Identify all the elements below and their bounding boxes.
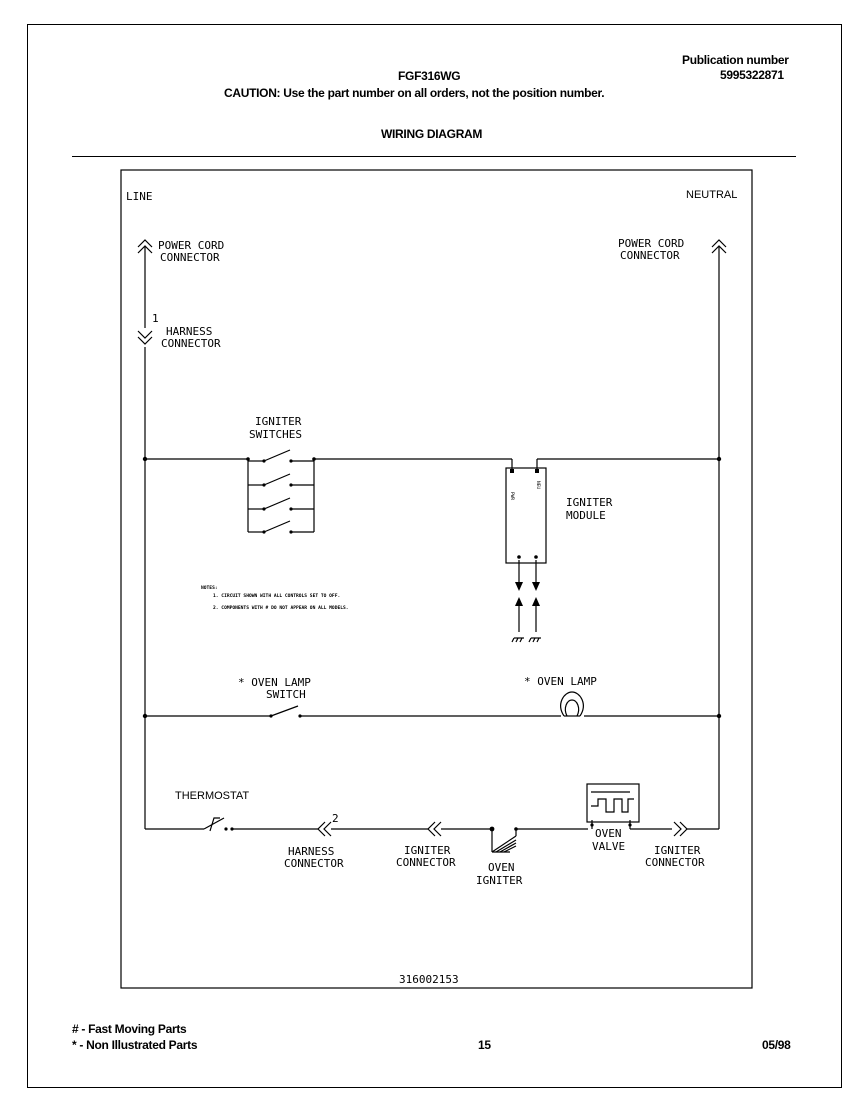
oven-lamp-switch-label-1: * OVEN LAMP xyxy=(238,676,311,689)
oven-lamp-switch-icon xyxy=(270,705,299,717)
module-pin-right: NEU xyxy=(535,481,541,489)
notes-title: NOTES: xyxy=(201,585,218,591)
igniter-connector-left-icon xyxy=(427,821,442,837)
page-number: 15 xyxy=(478,1038,491,1052)
ground-left-icon xyxy=(511,637,524,643)
legend-fast-moving: # - Fast Moving Parts xyxy=(72,1022,187,1036)
oven-valve-label-1: OVEN xyxy=(595,827,622,840)
section-title: WIRING DIAGRAM xyxy=(381,127,483,141)
igniter-module-label-1: IGNITER xyxy=(566,496,613,509)
igniter-module-box xyxy=(505,467,547,564)
harness-connector-top-label-2: CONNECTOR xyxy=(161,337,221,350)
caution-text: CAUTION: Use the part number on all orde… xyxy=(224,86,605,100)
igniter-switch-4-icon xyxy=(248,520,314,533)
module-pin-left: PWR xyxy=(509,492,515,500)
igniter-connector-right-label-1: IGNITER xyxy=(654,844,701,857)
igniter-connector-right-label-2: CONNECTOR xyxy=(645,856,705,869)
harness-connector-bottom-label-2: CONNECTOR xyxy=(284,857,344,870)
legend-non-illustrated: * - Non Illustrated Parts xyxy=(72,1038,198,1052)
igniter-switches-label-2: SWITCHES xyxy=(249,428,302,441)
arrow-up-icon xyxy=(532,597,540,606)
igniter-connector-right-icon xyxy=(673,821,688,837)
harness-position-bottom: 2 xyxy=(332,812,339,825)
junction-dot xyxy=(716,456,722,462)
oven-valve-label-2: VALVE xyxy=(592,840,625,853)
header-rule xyxy=(72,156,796,157)
note-2: 2. COMPONENTS WITH # DO NOT APPEAR ON AL… xyxy=(213,605,349,611)
igniter-switches-label-1: IGNITER xyxy=(255,415,302,428)
oven-igniter-label-1: OVEN xyxy=(488,861,515,874)
oven-igniter-icon xyxy=(491,829,517,853)
junction-dot xyxy=(142,456,148,462)
arrow-up-icon xyxy=(515,597,523,606)
igniter-connector-left-label-1: IGNITER xyxy=(404,844,451,857)
harness-connector-top-label-1: HARNESS xyxy=(166,325,212,338)
oven-igniter-label-2: IGNITER xyxy=(476,874,523,887)
power-cord-connector-left-label-2: CONNECTOR xyxy=(160,251,220,264)
thermostat-label: THERMOSTAT xyxy=(175,790,249,802)
thermostat-icon xyxy=(203,817,225,832)
line-label: LINE xyxy=(126,190,153,203)
power-cord-connector-left-icon xyxy=(137,239,153,248)
junction-dot xyxy=(142,713,148,719)
neutral-label: NEUTRAL xyxy=(686,189,737,201)
ground-right-icon xyxy=(528,637,541,643)
igniter-connector-left-label-2: CONNECTOR xyxy=(396,856,456,869)
oven-lamp-label: * OVEN LAMP xyxy=(524,675,597,688)
power-cord-connector-left-label-1: POWER CORD xyxy=(158,239,224,252)
harness-connector-top-icon xyxy=(137,330,153,339)
publication-number: 5995322871 xyxy=(720,68,784,82)
igniter-switch-3-icon xyxy=(248,497,314,510)
harness-position-top: 1 xyxy=(152,312,159,325)
arrow-down-icon xyxy=(515,582,523,591)
junction-dot xyxy=(716,713,722,719)
igniter-switch-2-icon xyxy=(248,473,314,486)
igniter-module-label-2: MODULE xyxy=(566,509,606,522)
page-frame xyxy=(27,24,842,1088)
oven-lamp-switch-label-2: SWITCH xyxy=(266,688,306,701)
note-1: 1. CIRCUIT SHOWN WITH ALL CONTROLS SET T… xyxy=(213,593,340,599)
oven-lamp-icon xyxy=(560,691,584,717)
footer-date: 05/98 xyxy=(762,1038,791,1052)
oven-valve-icon xyxy=(586,783,640,829)
model-number: FGF316WG xyxy=(398,69,461,83)
diagram-border xyxy=(120,169,753,989)
diagram-number: 316002153 xyxy=(399,973,459,986)
igniter-switch-1-icon xyxy=(248,449,314,462)
power-cord-connector-right-icon xyxy=(711,239,727,248)
power-cord-connector-right-label-2: CONNECTOR xyxy=(620,249,680,262)
arrow-down-icon xyxy=(532,582,540,591)
publication-label: Publication number xyxy=(682,53,789,67)
harness-connector-bottom-label-1: HARNESS xyxy=(288,845,334,858)
power-cord-connector-right-label-1: POWER CORD xyxy=(618,237,684,250)
harness-connector-bottom-icon xyxy=(317,821,332,837)
